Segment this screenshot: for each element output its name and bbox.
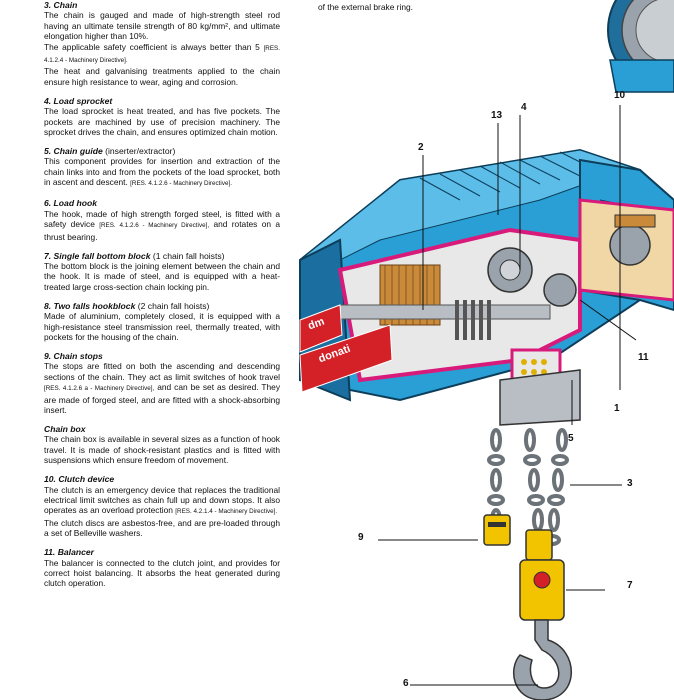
section-paragraph: The bottom block is the joining element … [44, 261, 280, 292]
callout-7: 7 [627, 580, 633, 591]
paragraph-text: The stops are fitted on both the ascendi… [44, 361, 280, 382]
callout-3: 3 [627, 478, 633, 489]
section-title-text: 11. Balancer [44, 547, 95, 558]
top-caption: of the external brake ring. [318, 2, 413, 12]
callout-6: 6 [403, 678, 409, 689]
section-paragraph: The chain is gauged and made of high-str… [44, 10, 280, 41]
section-title-text: 6. Load hook [44, 198, 97, 209]
paragraph-text: The clutch discs are asbestos-free, and … [44, 517, 280, 539]
section-title-text: 7. Single fall bottom block [44, 250, 151, 261]
section-paragraph: The balancer is connected to the clutch … [44, 558, 280, 589]
callout-10: 10 [614, 90, 626, 101]
callout-9: 9 [358, 532, 364, 543]
section: 5. Chain guide (inserter/extractor)This … [44, 146, 280, 190]
section-title: 6. Load hook [44, 198, 280, 208]
section-title-text: 4. Load sprocket [44, 95, 113, 106]
directive-reference: [RES. 4.1.2.6 - Machinery Directive], [99, 222, 210, 230]
chain-stop-left [483, 514, 511, 546]
section-title-text: 5. Chain guide [44, 146, 103, 157]
section-title: 11. Balancer [44, 547, 280, 557]
callout-1: 1 [614, 403, 620, 414]
paragraph-text: The balancer is connected to the clutch … [44, 557, 280, 589]
section-title-text: 10. Clutch device [44, 474, 115, 485]
brake-ring-detail [607, 0, 674, 93]
chain-guide-block [499, 369, 581, 426]
section-title-text: 3. Chain [44, 0, 78, 10]
paragraph-text: The chain is gauged and made of high-str… [44, 10, 280, 42]
section-subtitle: (inserter/extractor) [105, 146, 176, 157]
section-title: 10. Clutch device [44, 474, 280, 484]
directive-reference: [RES. 4.2.1.4 - Machinery Directive]. [175, 508, 278, 516]
bottom-block [519, 559, 565, 621]
section-title-text: Chain box [44, 423, 86, 434]
hoist-illustration [299, 0, 674, 700]
section-subtitle: (2 chain fall hoists) [137, 300, 210, 311]
section-paragraph: The applicable safety coefficient is alw… [44, 42, 280, 67]
hoist-cutaway-figure: 4 10 13 2 11 1 5 3 9 7 6 dm donati [280, 0, 674, 700]
section-paragraph: The heat and galvanising treatments appl… [44, 66, 280, 87]
section-title: 4. Load sprocket [44, 96, 280, 106]
section-paragraph: The stops are fitted on both the ascendi… [44, 361, 280, 415]
section-title-text: 8. Two falls hookblock [44, 300, 136, 311]
directive-reference: [RES. 4.1.2.4 - Machinery Directive]. [44, 44, 281, 65]
section-title-text: 9. Chain stops [44, 350, 103, 361]
paragraph-text: The load sprocket is heat treated, and h… [44, 106, 280, 138]
section-subtitle: (1 chain fall hoists) [152, 250, 225, 261]
chain-right [543, 428, 569, 546]
directive-reference: [RES. 4.1.2.6 - Machinery Directive]. [130, 180, 232, 188]
section-paragraph: This component provides for insertion an… [44, 156, 280, 189]
paragraph-text: and rotates on a thrust bearing. [44, 219, 281, 242]
section-paragraph: Made of aluminium, completely closed, it… [44, 311, 280, 342]
section: 8. Two falls hookblock (2 chain fall hoi… [44, 301, 280, 343]
paragraph-text: The bottom block is the joining element … [44, 260, 280, 292]
section-paragraph: The clutch is an emergency device that r… [44, 485, 280, 518]
callout-13: 13 [491, 110, 503, 121]
paragraph-text: and can be set as desired. They are made… [44, 382, 281, 415]
callout-11: 11 [638, 352, 649, 363]
callout-5: 5 [568, 433, 574, 444]
section-paragraph: The chain box is available in several si… [44, 434, 280, 465]
paragraph-text: The hook, made of high strength forged s… [44, 208, 280, 230]
section-paragraph: The hook, made of high strength forged s… [44, 209, 280, 242]
section-title: Chain box [44, 424, 280, 434]
paragraph-text: The heat and galvanising treatments appl… [44, 66, 280, 87]
paragraph-text: The clutch is an emergency device that r… [44, 484, 280, 516]
callout-4: 4 [521, 102, 527, 113]
section-title: 7. Single fall bottom block (1 chain fal… [44, 251, 280, 261]
callout-2: 2 [418, 142, 424, 153]
chain-middle [523, 428, 545, 532]
callout-lines [378, 105, 637, 686]
directive-reference: [RES. 4.1.2.6 a - Machinery Directive], [44, 385, 155, 393]
paragraph-text: This component provides for insertion an… [44, 156, 280, 188]
section-title: 5. Chain guide (inserter/extractor) [44, 146, 280, 156]
section-paragraph: The clutch discs are asbestos-free, and … [44, 518, 280, 539]
section-title: 8. Two falls hookblock (2 chain fall hoi… [44, 301, 280, 311]
section-title: 3. Chain [44, 0, 280, 10]
section: 7. Single fall bottom block (1 chain fal… [44, 251, 280, 293]
chain-stop-middle [525, 529, 553, 561]
paragraph-text: The chain box is available in several si… [44, 434, 280, 466]
paragraph-text: The applicable safety coefficient is alw… [44, 41, 260, 52]
paragraph-text: Made of aluminium, completely closed, it… [44, 311, 280, 342]
load-hook [512, 619, 572, 700]
section-title: 9. Chain stops [44, 351, 280, 361]
brand-logo-plate [299, 304, 393, 393]
section-paragraph: The load sprocket is heat treated, and h… [44, 106, 280, 137]
